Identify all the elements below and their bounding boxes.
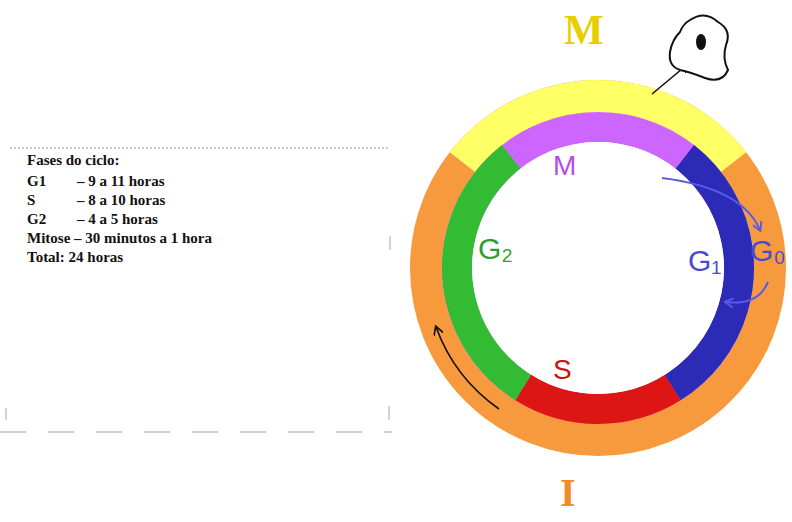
direction-arrow: [436, 327, 499, 409]
cell-nucleus: [696, 34, 706, 50]
tick-mark: [389, 236, 391, 250]
phase-name: G2: [27, 211, 46, 228]
g0-label: G₀: [750, 234, 786, 269]
tick-mark: [388, 406, 390, 420]
phase-duration: – 9 a 11 horas: [77, 173, 165, 190]
g2-label: G₂: [478, 232, 513, 267]
exit-arrow: [662, 178, 760, 230]
dotted-rule: [10, 147, 390, 149]
g1-label: G₁: [688, 244, 721, 279]
ring-center: [472, 142, 724, 394]
phase-row: Mitose – 30 minutos a 1 hora: [27, 230, 212, 247]
phase-duration: – 4 a 5 horas: [77, 211, 158, 228]
mitosis-label: M: [564, 6, 604, 54]
phase-duration: – 8 a 10 horas: [77, 192, 165, 209]
g1-phase-arc: [400, 70, 792, 466]
phase-name: G1: [27, 173, 46, 190]
cell-icon: [670, 15, 728, 79]
phase-name: S: [27, 192, 35, 209]
m-phase-label: M: [553, 150, 576, 182]
s-phase-label: S: [553, 354, 572, 386]
dashed-rule: [0, 431, 392, 433]
g2-phase-arc: [404, 74, 792, 463]
mitosis-arc: [357, 27, 792, 510]
tick-mark: [5, 408, 7, 420]
return-arrow: [726, 282, 768, 303]
interphase-label: I: [560, 470, 576, 516]
panel-heading: Fases do ciclo:: [27, 152, 119, 169]
s-phase-arc: [404, 74, 792, 463]
total-row: Total: 24 horas: [27, 249, 123, 266]
